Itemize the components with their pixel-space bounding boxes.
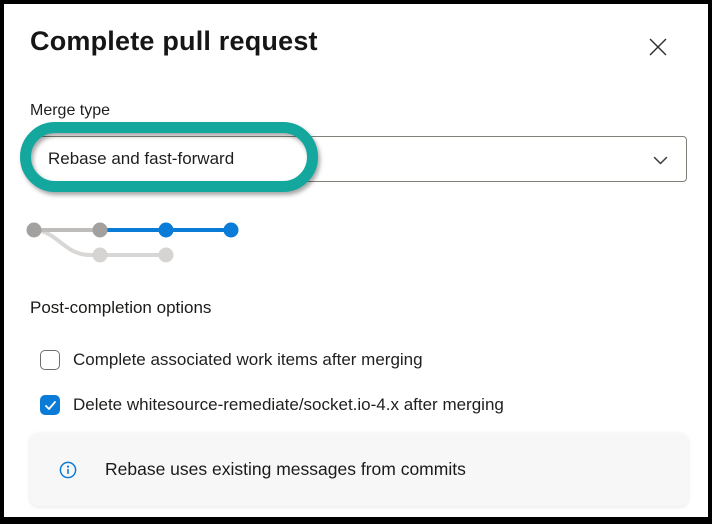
- rebased-commit-dot: [223, 222, 239, 238]
- rebased-commit-dot: [158, 222, 174, 238]
- dialog-title: Complete pull request: [30, 26, 318, 56]
- complete-work-items-label: Complete associated work items after mer…: [73, 350, 423, 369]
- check-icon: [44, 400, 56, 410]
- delete-branch-option[interactable]: Delete whitesource-remediate/socket.io-4…: [40, 395, 504, 415]
- base-commit-dot: [26, 222, 42, 238]
- merge-type-selected-value: Rebase and fast-forward: [48, 149, 235, 168]
- info-banner-text: Rebase uses existing messages from commi…: [105, 459, 466, 479]
- delete-branch-label: Delete whitesource-remediate/socket.io-4…: [73, 395, 504, 414]
- pruned-commit-dot: [92, 247, 108, 263]
- chevron-down-icon: [653, 156, 668, 165]
- base-commit-dot: [92, 222, 108, 238]
- merge-type-git-graph: [26, 222, 239, 263]
- delete-branch-checkbox[interactable]: [40, 395, 60, 415]
- merge-type-dropdown[interactable]: Rebase and fast-forward: [30, 136, 687, 182]
- info-banner: Rebase uses existing messages from commi…: [30, 433, 688, 506]
- post-completion-heading: Post-completion options: [30, 298, 212, 317]
- complete-work-items-option[interactable]: Complete associated work items after mer…: [40, 350, 423, 370]
- close-icon: [649, 38, 667, 56]
- complete-work-items-checkbox[interactable]: [40, 350, 60, 370]
- merge-type-label: Merge type: [30, 102, 111, 119]
- info-icon: [59, 461, 77, 478]
- pruned-commit-dot: [158, 247, 174, 263]
- complete-pull-request-dialog: Complete pull request Merge type Rebase …: [4, 4, 708, 517]
- close-button[interactable]: [644, 33, 672, 61]
